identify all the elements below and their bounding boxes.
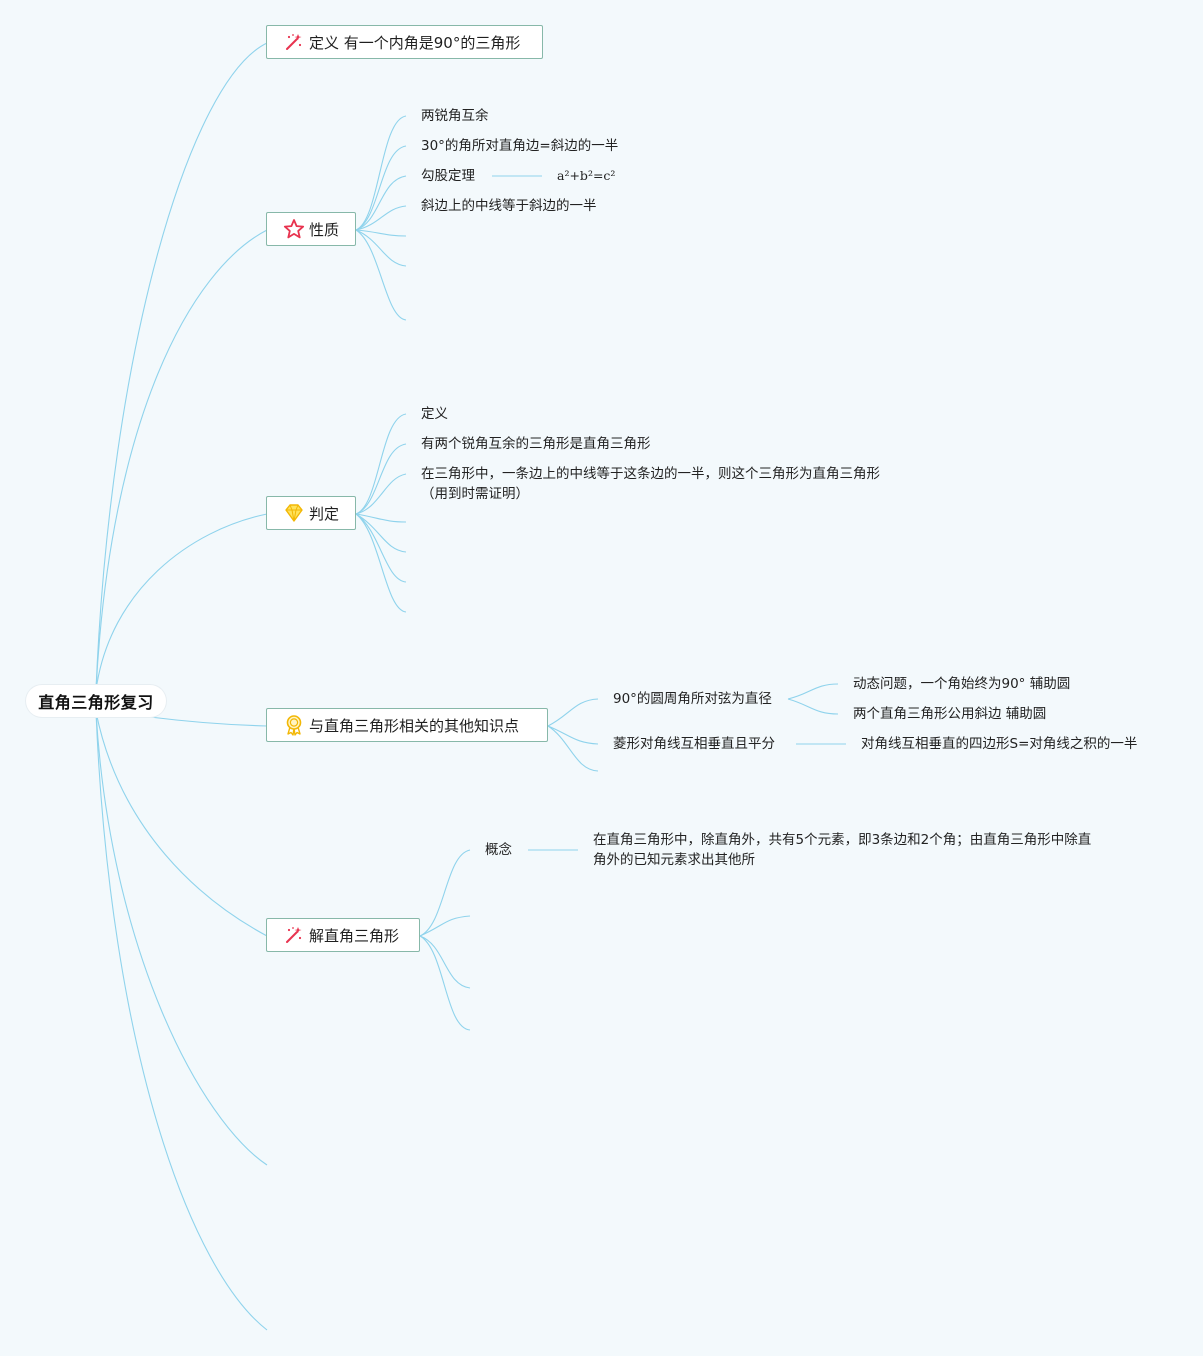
criteria-item-2[interactable]: 有两个锐角互余的三角形是直角三角形 [421, 436, 651, 452]
magic-wand-icon [283, 924, 305, 946]
related-circle-child-1[interactable]: 动态问题，一个角始终为90° 辅助圆 [853, 676, 1071, 692]
topic-properties-label: 性质 [309, 220, 340, 239]
topic-related-label: 与直角三角形相关的其他知识点 [309, 716, 520, 735]
criteria-item-3-note: （用到时需证明） [421, 486, 529, 502]
diamond-icon [283, 502, 305, 524]
pythagoras-formula[interactable]: a²+b²=c² [557, 168, 616, 183]
property-item-3[interactable]: 勾股定理 [421, 168, 475, 184]
solving-concept-text[interactable]: 在直角三角形中，除直角外，共有5个元素，即3条边和2个角；由直角三角形中除直角外… [593, 832, 1092, 868]
award-medal-icon [283, 714, 305, 736]
topic-criteria[interactable]: 判定 [266, 496, 356, 530]
related-rhombus-child[interactable]: 对角线互相垂直的四边形S=对角线之积的一半 [861, 736, 1138, 752]
solving-concept[interactable]: 概念 [485, 842, 512, 858]
property-item-4[interactable]: 斜边上的中线等于斜边的一半 [421, 198, 597, 214]
topic-related[interactable]: 与直角三角形相关的其他知识点 [266, 708, 548, 742]
related-circle-item[interactable]: 90°的圆周角所对弦为直径 [613, 691, 772, 707]
topic-solving-label: 解直角三角形 [309, 926, 400, 945]
topic-properties[interactable]: 性质 [266, 212, 356, 246]
topic-solving[interactable]: 解直角三角形 [266, 918, 420, 952]
property-item-1[interactable]: 两锐角互余 [421, 108, 489, 124]
star-icon [283, 218, 305, 240]
related-circle-child-2[interactable]: 两个直角三角形公用斜边 辅助圆 [853, 706, 1047, 722]
magic-wand-icon [283, 31, 305, 53]
topic-definition-label: 定义 有一个内角是90°的三角形 [309, 33, 521, 52]
related-rhombus-item[interactable]: 菱形对角线互相垂直且平分 [613, 736, 775, 752]
topic-definition[interactable]: 定义 有一个内角是90°的三角形 [266, 25, 543, 59]
central-topic-label: 直角三角形复习 [38, 693, 154, 712]
criteria-item-1[interactable]: 定义 [421, 406, 448, 422]
criteria-item-3[interactable]: 在三角形中，一条边上的中线等于这条边的一半，则这个三角形为直角三角形 [421, 466, 880, 482]
central-topic[interactable]: 直角三角形复习 [26, 685, 166, 717]
topic-criteria-label: 判定 [309, 504, 340, 523]
property-item-2[interactable]: 30°的角所对直角边=斜边的一半 [421, 138, 619, 154]
